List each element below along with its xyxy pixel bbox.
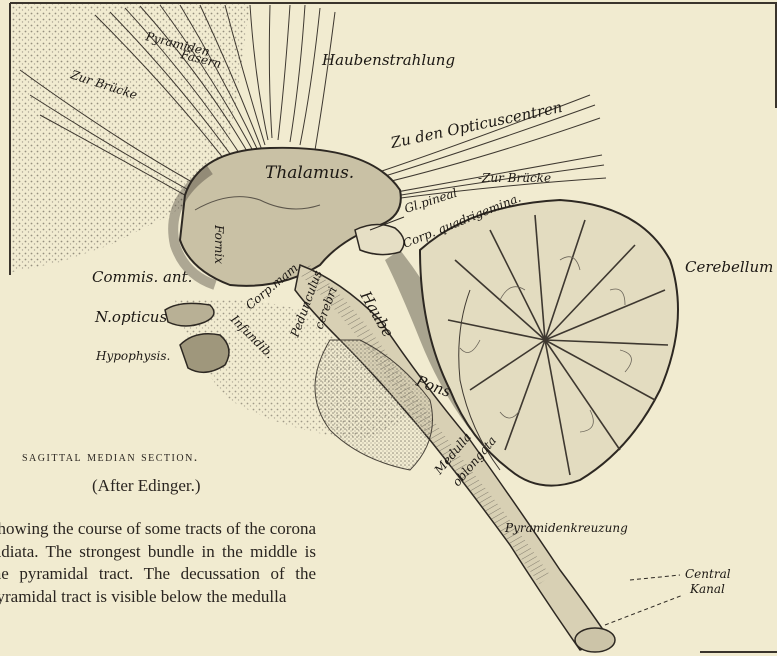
- label-pyramidenkreuzung: Pyramidenkreuzung: [504, 521, 628, 535]
- label-n-opticus: N.opticus: [94, 308, 167, 326]
- spinal-cord-section: [575, 628, 615, 652]
- label-central: Central: [685, 567, 731, 581]
- label-commis-ant: Commis. ant.: [92, 268, 192, 286]
- caption-block: SAGITTAL MEDIAN SECTION. (After Edinger.…: [0, 450, 320, 608]
- label-zur-bruecke-right: -Zur Brücke: [478, 171, 551, 185]
- label-thalamus: Thalamus.: [265, 163, 354, 183]
- label-hypophysis: Hypophysis.: [95, 349, 170, 363]
- caption-subtitle: (After Edinger.): [92, 476, 320, 496]
- caption-body: Showing the course of some tracts of the…: [0, 518, 316, 608]
- caption-title: SAGITTAL MEDIAN SECTION.: [22, 450, 320, 466]
- label-haubenstrahlung: Haubenstrahlung: [321, 51, 455, 69]
- corpora-quadrigemina: [355, 224, 404, 254]
- label-cerebellum: Cerebellum: [685, 258, 773, 276]
- hypophysis: [180, 334, 229, 373]
- label-kanal: Kanal: [689, 582, 725, 596]
- label-fornix: Fornix: [212, 224, 226, 264]
- pons-bulge: [315, 340, 433, 470]
